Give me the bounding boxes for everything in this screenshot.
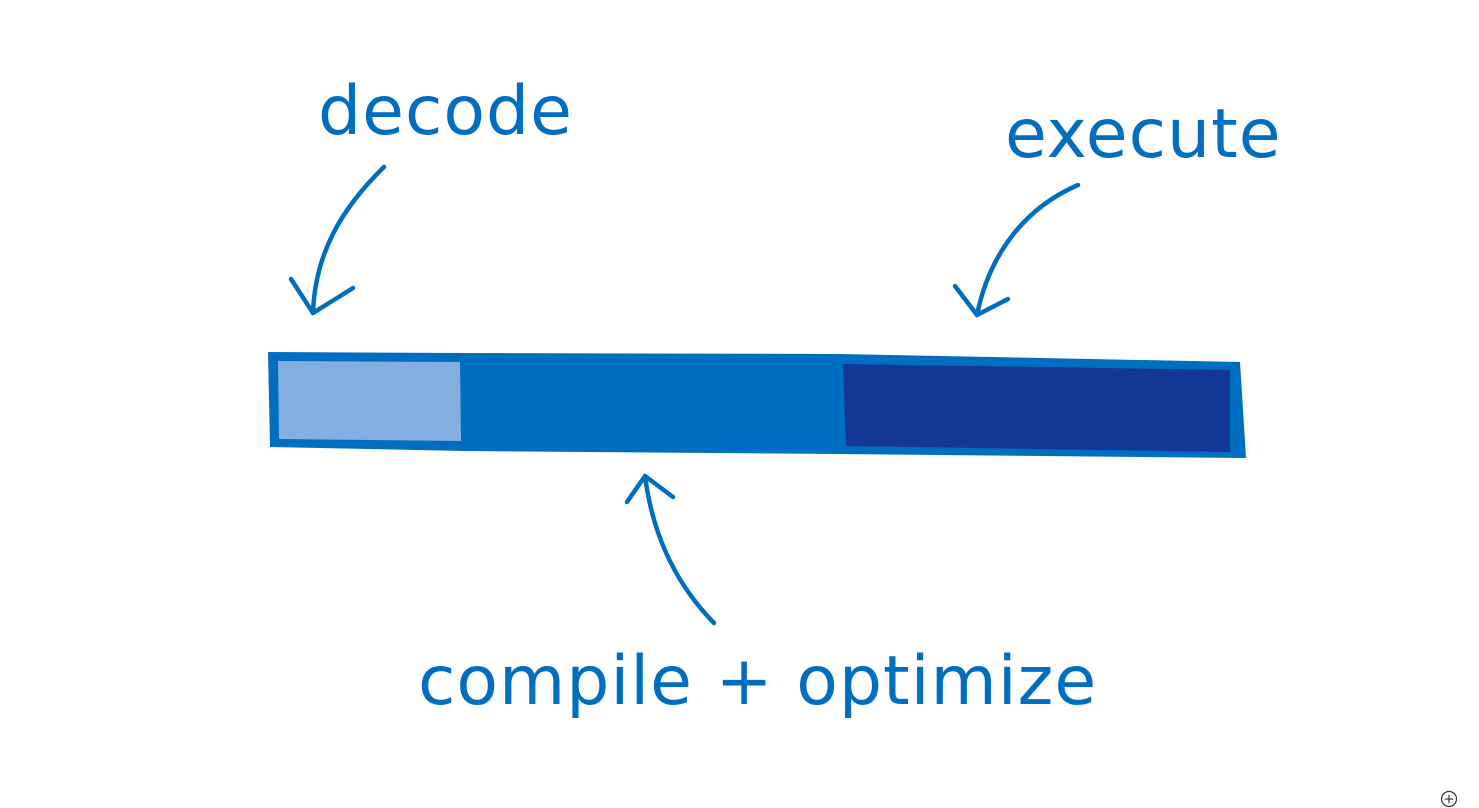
decode-label: decode bbox=[318, 72, 573, 151]
decode-arrow bbox=[288, 164, 387, 316]
execute-arrow-head bbox=[952, 283, 1011, 318]
zoom-in-button[interactable] bbox=[1440, 790, 1458, 808]
compile-optimize-arrow bbox=[624, 473, 717, 626]
execute-arrow-shaft bbox=[974, 182, 1081, 318]
execute-label: execute bbox=[1005, 95, 1282, 174]
execute-arrow bbox=[952, 182, 1081, 318]
execute-segment bbox=[843, 364, 1230, 452]
compile-optimize-label: compile + optimize bbox=[418, 642, 1097, 721]
decode-arrow-head bbox=[288, 276, 356, 316]
zoom-in-icon bbox=[1440, 790, 1458, 808]
compile-optimize-arrow-head bbox=[624, 473, 676, 505]
decode-arrow-shaft bbox=[310, 164, 387, 316]
compile-optimize-arrow-shaft bbox=[642, 473, 717, 626]
decode-segment bbox=[278, 361, 461, 441]
compile-optimize-segment bbox=[465, 360, 842, 446]
